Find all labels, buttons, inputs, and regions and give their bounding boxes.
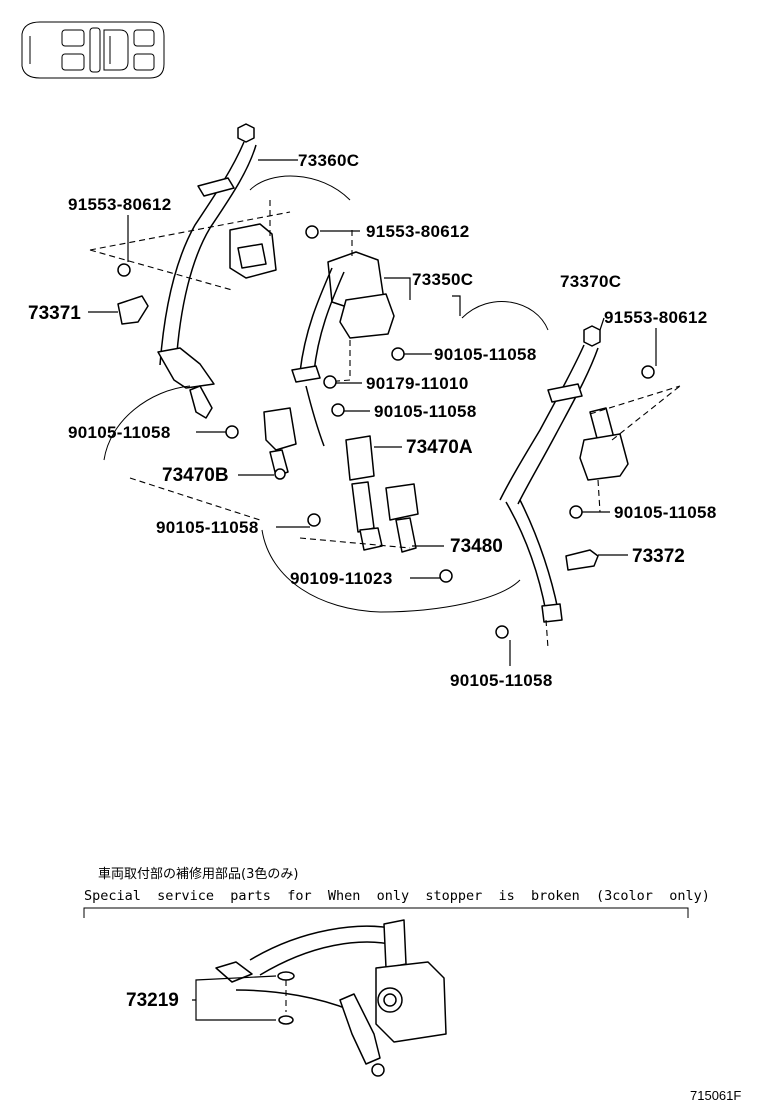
seat-belt-73360C bbox=[157, 123, 277, 419]
callout-73372: 73372 bbox=[632, 546, 685, 567]
note-japanese: 車両取付部の補修用部品(3色のみ) bbox=[98, 866, 298, 882]
buckle-73480 bbox=[385, 483, 419, 553]
callout-73470B: 73470B bbox=[162, 465, 229, 486]
callout-90109-11023: 90109-11023 bbox=[290, 569, 393, 588]
callout-91553-80612-left: 91553-80612 bbox=[68, 195, 172, 214]
callout-73480: 73480 bbox=[450, 536, 503, 557]
seat-belt-73350C bbox=[291, 230, 395, 447]
callout-73370C: 73370C bbox=[560, 272, 621, 291]
callout-90105-11058-b: 90105-11058 bbox=[374, 402, 477, 421]
diagram-code: 715061F bbox=[690, 1088, 741, 1103]
seat-layout-icon bbox=[21, 21, 165, 79]
callout-73360C: 73360C bbox=[298, 151, 359, 170]
callout-91553-80612-right: 91553-80612 bbox=[604, 308, 708, 327]
callout-90105-11058-d: 90105-11058 bbox=[156, 518, 259, 537]
callout-90105-11058-c: 90105-11058 bbox=[68, 423, 171, 442]
seat-belt-73370C bbox=[499, 325, 629, 649]
callout-73470A: 73470A bbox=[406, 437, 473, 458]
reference-lines bbox=[89, 211, 681, 549]
note-english: Special service parts for When only stop… bbox=[84, 888, 710, 904]
callout-90179-11010: 90179-11010 bbox=[366, 374, 469, 393]
callout-90105-11058-f: 90105-11058 bbox=[450, 671, 553, 690]
leader-lines bbox=[88, 159, 657, 666]
buckle-73470B bbox=[263, 407, 297, 477]
callout-73350C: 73350C bbox=[412, 270, 473, 289]
buckle-73470A bbox=[345, 435, 383, 551]
bolts bbox=[117, 225, 655, 639]
outline-curves bbox=[103, 175, 549, 613]
callout-90105-11058-e: 90105-11058 bbox=[614, 503, 717, 522]
note-bracket bbox=[83, 907, 689, 918]
cover-73371 bbox=[117, 295, 149, 325]
callout-73219: 73219 bbox=[126, 990, 179, 1011]
stopper-assembly-73219 bbox=[192, 919, 447, 1077]
callout-90105-11058-a: 90105-11058 bbox=[434, 345, 537, 364]
cover-73372 bbox=[565, 549, 599, 571]
callout-91553-80612-center: 91553-80612 bbox=[366, 222, 470, 241]
callout-73371: 73371 bbox=[28, 303, 81, 324]
